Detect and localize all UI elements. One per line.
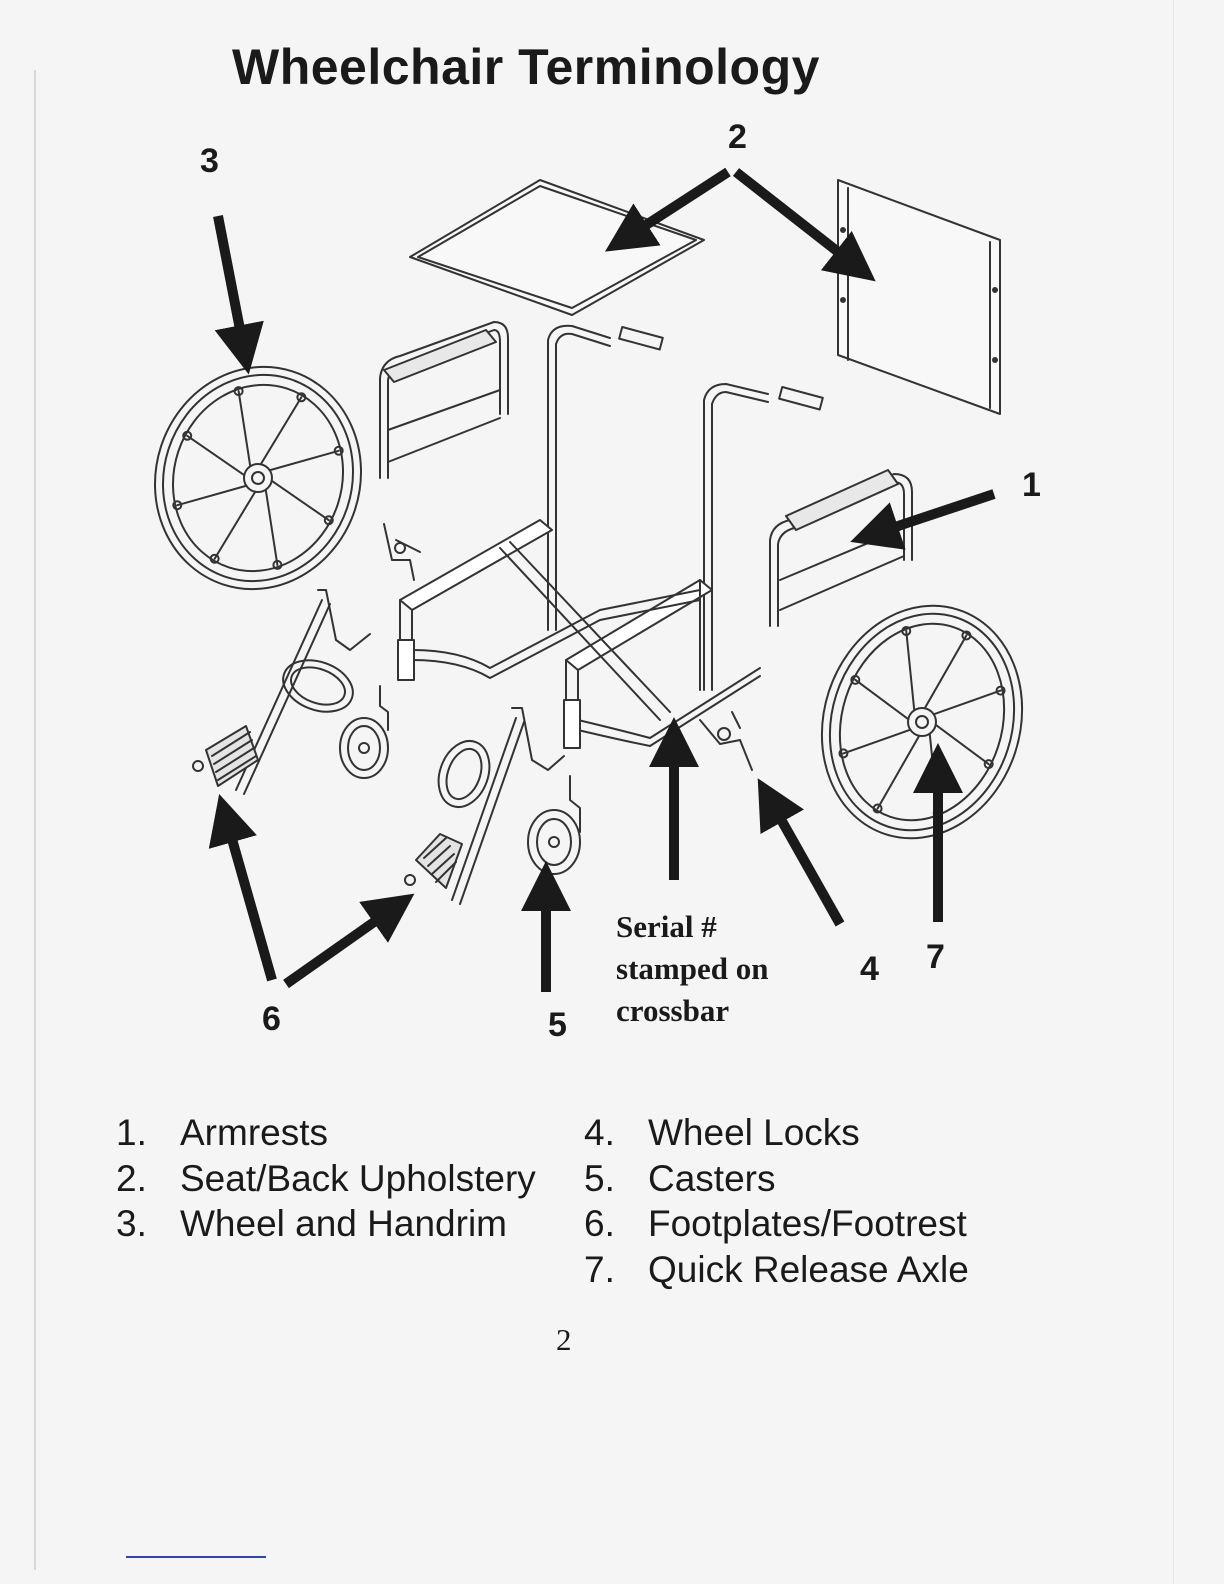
legend-item-casters: 5. Casters xyxy=(584,1156,1034,1202)
legend-item-wheel: 3. Wheel and Handrim xyxy=(116,1201,556,1247)
callout-7: 7 xyxy=(926,938,945,977)
arrow-2a xyxy=(626,172,728,238)
legend-column-right: 4. Wheel Locks 5. Casters 6. Footplates/… xyxy=(584,1110,1034,1292)
wheelchair-exploded-diagram xyxy=(0,0,1224,1100)
wheel-lock-right xyxy=(700,712,752,770)
footer-rule xyxy=(126,1556,266,1558)
arrow-6a xyxy=(226,818,272,980)
legend-item-wheel-locks: 4. Wheel Locks xyxy=(584,1110,1034,1156)
legend-number: 1. xyxy=(116,1110,180,1156)
callout-4: 4 xyxy=(860,950,879,989)
legend-number: 4. xyxy=(584,1110,648,1156)
legend-number: 6. xyxy=(584,1201,648,1247)
legend-number: 3. xyxy=(116,1201,180,1247)
footrest-right xyxy=(405,708,564,904)
arrow-3 xyxy=(218,216,244,350)
rear-wheel-left xyxy=(126,340,389,616)
legend-item-axle: 7. Quick Release Axle xyxy=(584,1247,1034,1293)
legend-number: 7. xyxy=(584,1247,648,1293)
legend-item-armrests: 1. Armrests xyxy=(116,1110,556,1156)
armrest-right xyxy=(770,470,912,626)
legend-label: Wheel Locks xyxy=(648,1110,1034,1156)
seat-upholstery xyxy=(410,180,704,315)
callout-6: 6 xyxy=(262,1000,281,1039)
legend-item-footplates: 6. Footplates/Footrest xyxy=(584,1201,1034,1247)
wheelchair-frame xyxy=(398,520,760,748)
legend-number: 5. xyxy=(584,1156,648,1202)
serial-number-note: Serial # stamped on crossbar xyxy=(616,906,836,1032)
legend-label: Armrests xyxy=(180,1110,556,1156)
legend-column-left: 1. Armrests 2. Seat/Back Upholstery 3. W… xyxy=(116,1110,556,1247)
legend-label: Quick Release Axle xyxy=(648,1247,1034,1293)
caster-left xyxy=(340,686,388,778)
arrow-6b xyxy=(286,908,394,984)
back-canes xyxy=(548,326,823,690)
armrest-left xyxy=(380,322,508,478)
legend-label: Footplates/Footrest xyxy=(648,1201,1034,1247)
callout-2: 2 xyxy=(728,118,747,157)
page-number: 2 xyxy=(556,1322,572,1358)
caster-right xyxy=(528,776,580,874)
callout-5: 5 xyxy=(548,1006,567,1045)
wheel-lock-left xyxy=(384,524,420,580)
legend-label: Wheel and Handrim xyxy=(180,1201,556,1247)
legend-number: 2. xyxy=(116,1156,180,1202)
back-upholstery xyxy=(838,180,1000,414)
callout-3: 3 xyxy=(200,142,219,181)
legend-label: Seat/Back Upholstery xyxy=(180,1156,556,1202)
legend-label: Casters xyxy=(648,1156,1034,1202)
rear-wheel-right xyxy=(792,579,1051,864)
callout-1: 1 xyxy=(1022,466,1041,505)
arrow-1 xyxy=(874,494,994,534)
legend-item-upholstery: 2. Seat/Back Upholstery xyxy=(116,1156,556,1202)
